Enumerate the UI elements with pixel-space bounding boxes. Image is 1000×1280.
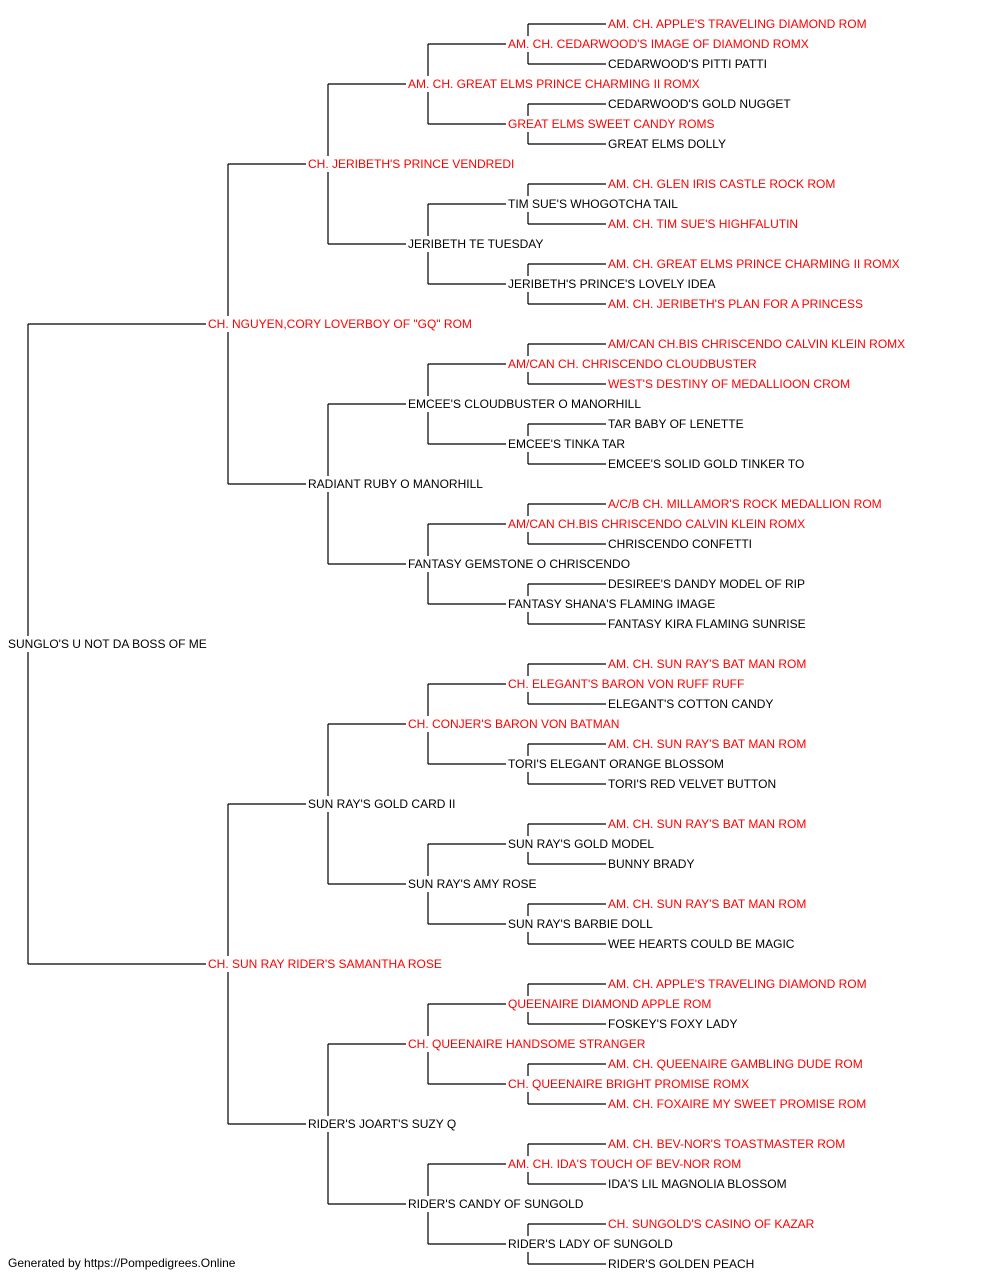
ancestor-gen3-6: SUN RAY'S AMY ROSE bbox=[408, 877, 537, 891]
footer-credit: Generated by https://Pompedigrees.Online bbox=[8, 1256, 236, 1270]
ancestor-gen3-2: JERIBETH TE TUESDAY bbox=[408, 237, 543, 251]
ancestor-gen4-15: AM. CH. IDA'S TOUCH OF BEV-NOR ROM bbox=[508, 1157, 741, 1171]
ancestor-gen1-1: CH. NGUYEN,CORY LOVERBOY OF "GQ" ROM bbox=[208, 317, 472, 331]
ancestor-gen5-8: AM. CH. JERIBETH'S PLAN FOR A PRINCESS bbox=[608, 297, 863, 311]
ancestor-gen5-14: CHRISCENDO CONFETTI bbox=[608, 537, 752, 551]
ancestor-gen5-15: DESIREE'S DANDY MODEL OF RIP bbox=[608, 577, 805, 591]
ancestor-gen5-28: AM. CH. FOXAIRE MY SWEET PROMISE ROM bbox=[608, 1097, 866, 1111]
ancestor-gen4-11: SUN RAY'S GOLD MODEL bbox=[508, 837, 654, 851]
ancestor-gen4-7: AM/CAN CH.BIS CHRISCENDO CALVIN KLEIN RO… bbox=[508, 517, 805, 531]
ancestor-gen5-11: TAR BABY OF LENETTE bbox=[608, 417, 744, 431]
ancestor-gen4-14: CH. QUEENAIRE BRIGHT PROMISE ROMX bbox=[508, 1077, 749, 1091]
ancestor-gen4-5: AM/CAN CH. CHRISCENDO CLOUDBUSTER bbox=[508, 357, 757, 371]
ancestor-gen5-27: AM. CH. QUEENAIRE GAMBLING DUDE ROM bbox=[608, 1057, 863, 1071]
ancestor-gen5-23: AM. CH. SUN RAY'S BAT MAN ROM bbox=[608, 897, 806, 911]
ancestor-gen2-1: CH. JERIBETH'S PRINCE VENDREDI bbox=[308, 157, 514, 171]
ancestor-gen4-1: AM. CH. CEDARWOOD'S IMAGE OF DIAMOND ROM… bbox=[508, 37, 809, 51]
ancestor-gen5-31: CH. SUNGOLD'S CASINO OF KAZAR bbox=[608, 1217, 815, 1231]
ancestor-gen3-4: FANTASY GEMSTONE O CHRISCENDO bbox=[408, 557, 630, 571]
ancestor-gen5-7: AM. CH. GREAT ELMS PRINCE CHARMING II RO… bbox=[608, 257, 900, 271]
ancestor-gen5-12: EMCEE'S SOLID GOLD TINKER TO bbox=[608, 457, 804, 471]
ancestor-gen2-2: RADIANT RUBY O MANORHILL bbox=[308, 477, 483, 491]
ancestor-gen5-10: WEST'S DESTINY OF MEDALLIOON CROM bbox=[608, 377, 850, 391]
ancestor-gen5-16: FANTASY KIRA FLAMING SUNRISE bbox=[608, 617, 806, 631]
ancestor-gen2-4: RIDER'S JOART'S SUZY Q bbox=[308, 1117, 456, 1131]
ancestor-gen3-1: AM. CH. GREAT ELMS PRINCE CHARMING II RO… bbox=[408, 77, 700, 91]
ancestor-gen4-13: QUEENAIRE DIAMOND APPLE ROM bbox=[508, 997, 711, 1011]
ancestor-gen5-20: TORI'S RED VELVET BUTTON bbox=[608, 777, 776, 791]
ancestor-gen5-2: CEDARWOOD'S PITTI PATTI bbox=[608, 57, 767, 71]
ancestor-gen2-3: SUN RAY'S GOLD CARD II bbox=[308, 797, 455, 811]
ancestor-gen5-24: WEE HEARTS COULD BE MAGIC bbox=[608, 937, 795, 951]
ancestor-gen5-18: ELEGANT'S COTTON CANDY bbox=[608, 697, 773, 711]
ancestor-gen5-9: AM/CAN CH.BIS CHRISCENDO CALVIN KLEIN RO… bbox=[608, 337, 905, 351]
ancestor-gen4-8: FANTASY SHANA'S FLAMING IMAGE bbox=[508, 597, 715, 611]
ancestor-gen5-32: RIDER'S GOLDEN PEACH bbox=[608, 1257, 754, 1271]
ancestor-gen5-17: AM. CH. SUN RAY'S BAT MAN ROM bbox=[608, 657, 806, 671]
ancestor-gen5-30: IDA'S LIL MAGNOLIA BLOSSOM bbox=[608, 1177, 787, 1191]
ancestor-gen5-13: A/C/B CH. MILLAMOR'S ROCK MEDALLION ROM bbox=[608, 497, 882, 511]
ancestor-gen5-29: AM. CH. BEV-NOR'S TOASTMASTER ROM bbox=[608, 1137, 845, 1151]
subject-dog-name: SUNGLO'S U NOT DA BOSS OF ME bbox=[8, 637, 207, 651]
ancestor-gen4-12: SUN RAY'S BARBIE DOLL bbox=[508, 917, 653, 931]
ancestor-gen5-1: AM. CH. APPLE'S TRAVELING DIAMOND ROM bbox=[608, 17, 867, 31]
ancestor-gen5-19: AM. CH. SUN RAY'S BAT MAN ROM bbox=[608, 737, 806, 751]
ancestor-gen3-8: RIDER'S CANDY OF SUNGOLD bbox=[408, 1197, 584, 1211]
ancestor-gen5-26: FOSKEY'S FOXY LADY bbox=[608, 1017, 737, 1031]
ancestor-gen1-2: CH. SUN RAY RIDER'S SAMANTHA ROSE bbox=[208, 957, 442, 971]
ancestor-gen5-6: AM. CH. TIM SUE'S HIGHFALUTIN bbox=[608, 217, 798, 231]
ancestor-gen5-21: AM. CH. SUN RAY'S BAT MAN ROM bbox=[608, 817, 806, 831]
ancestor-gen4-3: TIM SUE'S WHOGOTCHA TAIL bbox=[508, 197, 678, 211]
ancestor-gen5-4: GREAT ELMS DOLLY bbox=[608, 137, 726, 151]
ancestor-gen5-3: CEDARWOOD'S GOLD NUGGET bbox=[608, 97, 791, 111]
ancestor-gen5-22: BUNNY BRADY bbox=[608, 857, 694, 871]
ancestor-gen5-5: AM. CH. GLEN IRIS CASTLE ROCK ROM bbox=[608, 177, 835, 191]
ancestor-gen4-9: CH. ELEGANT'S BARON VON RUFF RUFF bbox=[508, 677, 744, 691]
ancestor-gen4-6: EMCEE'S TINKA TAR bbox=[508, 437, 625, 451]
ancestor-gen4-4: JERIBETH'S PRINCE'S LOVELY IDEA bbox=[508, 277, 716, 291]
ancestor-gen3-7: CH. QUEENAIRE HANDSOME STRANGER bbox=[408, 1037, 646, 1051]
ancestor-gen3-3: EMCEE'S CLOUDBUSTER O MANORHILL bbox=[408, 397, 641, 411]
ancestor-gen3-5: CH. CONJER'S BARON VON BATMAN bbox=[408, 717, 619, 731]
ancestor-gen4-10: TORI'S ELEGANT ORANGE BLOSSOM bbox=[508, 757, 724, 771]
ancestor-gen5-25: AM. CH. APPLE'S TRAVELING DIAMOND ROM bbox=[608, 977, 867, 991]
ancestor-gen4-2: GREAT ELMS SWEET CANDY ROMS bbox=[508, 117, 714, 131]
ancestor-gen4-16: RIDER'S LADY OF SUNGOLD bbox=[508, 1237, 673, 1251]
